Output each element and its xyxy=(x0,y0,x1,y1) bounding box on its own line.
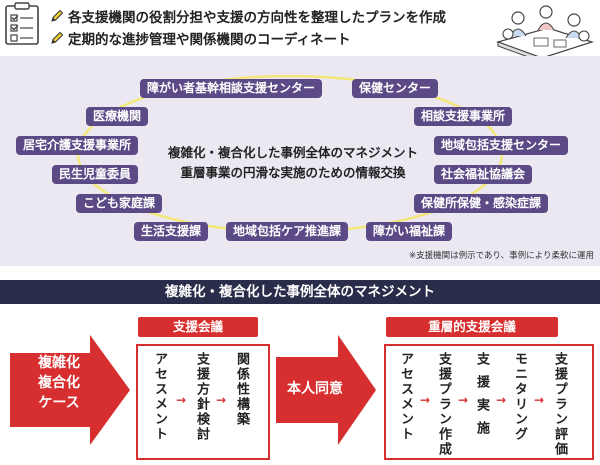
support-meeting-label: 支援会議 xyxy=(138,317,258,337)
agency-tag: こども家庭課 xyxy=(76,194,163,213)
agency-tag: 相談支援事業所 xyxy=(414,107,513,126)
agency-tag: 障がい者基幹相談支援センター xyxy=(140,79,323,98)
step-arrow: → xyxy=(496,393,507,407)
pencil-icon xyxy=(51,31,64,44)
agency-tag: 医療機関 xyxy=(86,107,149,126)
meeting-illustration xyxy=(496,5,594,63)
flow-step: 支援プラン作成 xyxy=(436,352,451,457)
multilayer-meeting-box xyxy=(384,344,594,460)
agency-tag: 地域包括ケア推進課 xyxy=(226,222,349,241)
big-arrow xyxy=(276,335,376,445)
agency-tag: 保健センター xyxy=(352,79,439,98)
step-arrow: → xyxy=(176,393,187,407)
flow-step: モニタリング xyxy=(512,352,527,442)
big-arrow xyxy=(10,335,130,445)
flow-step: 支援方針検討 xyxy=(194,352,209,442)
flow-step: アセスメント xyxy=(152,352,167,442)
section-banner: 複雑化・複合化した事例全体のマネジメント xyxy=(0,280,600,304)
support-meeting-box xyxy=(136,344,270,460)
multilayer-meeting-label: 重層的支援会議 xyxy=(386,317,558,337)
case-label: 複雑化 複合化 ケース xyxy=(24,353,94,413)
network-center-line: 重層事業の円滑な実施のための情報交換 xyxy=(180,165,406,180)
consent-label: 本人同意 xyxy=(287,381,343,397)
flow-step: 支援実施 xyxy=(474,352,489,444)
checklist-icon xyxy=(5,2,39,45)
agency-tag: 保健所保健・感染症課 xyxy=(414,194,549,213)
agency-tag: 障がい福祉課 xyxy=(366,222,453,241)
header-bullet-text: 各支援機関の役割分担や支援の方向性を整理したプランを作成 xyxy=(68,10,446,26)
case-label-line: ケース xyxy=(38,395,80,411)
flow-step: 関係性構築 xyxy=(234,352,249,427)
header-bullet: 定期的な進捗管理や関係機関のコーディネート xyxy=(50,28,351,48)
case-label-line: 複合化 xyxy=(38,375,80,391)
agency-tag: 生活支援課 xyxy=(134,222,209,241)
network-center-line: 複雑化・複合化した事例全体のマネジメント xyxy=(167,145,418,160)
flow-step: アセスメント xyxy=(398,352,413,442)
agency-tag: 社会福祉協議会 xyxy=(434,165,533,184)
agency-tag: 民生児童委員 xyxy=(52,165,139,184)
step-arrow: → xyxy=(534,393,545,407)
agency-tag: 居宅介護支援事業所 xyxy=(16,136,139,155)
agency-tag: 地域包括支援センター xyxy=(434,136,569,155)
pencil-icon xyxy=(51,9,64,22)
step-arrow: → xyxy=(216,393,227,407)
case-label-line: 複雑化 xyxy=(38,355,80,371)
flow-step: 支援プラン評価 xyxy=(552,352,567,457)
header-bullet-text: 定期的な進捗管理や関係機関のコーディネート xyxy=(68,32,351,48)
step-arrow: → xyxy=(420,393,431,407)
step-arrow: → xyxy=(458,393,469,407)
note-text: ※支援機関は例示であり、事例により柔軟に運用 xyxy=(408,251,594,261)
header-bullet: 各支援機関の役割分担や支援の方向性を整理したプランを作成 xyxy=(50,6,446,26)
